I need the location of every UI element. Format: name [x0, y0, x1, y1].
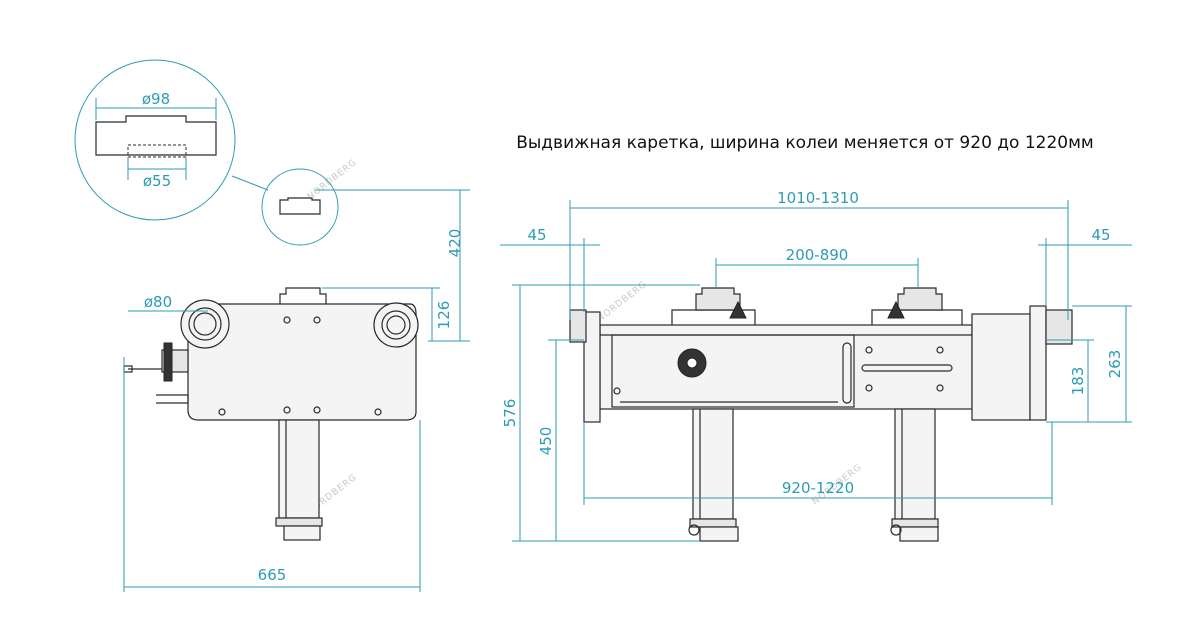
dim-263: 263	[1106, 350, 1124, 379]
detail-small-circle	[261, 168, 339, 246]
dim-inner-diameter: ø55	[143, 172, 171, 190]
dim-576: 576	[501, 399, 519, 428]
detail-view: ø98 ø55	[74, 59, 339, 246]
front-vertical-slot	[842, 342, 852, 404]
front-leg-left	[692, 408, 734, 520]
dim-576-line	[512, 284, 700, 542]
dim-665: 665	[258, 566, 287, 584]
detail-circle	[74, 59, 236, 221]
watermark-3: NORDBERG	[596, 279, 650, 324]
dim-roller-diameter: ø80	[144, 293, 172, 311]
front-wheel-right	[899, 526, 939, 542]
front-slot	[861, 364, 953, 372]
dim-420: 420	[446, 229, 464, 258]
dim-126-line	[322, 287, 440, 341]
drawing-title: Выдвижная каретка, ширина колеи меняется…	[516, 133, 1094, 153]
front-beam	[599, 324, 973, 410]
dim-pad-spacing-line	[715, 258, 919, 288]
side-knob	[163, 342, 173, 382]
dim-183: 183	[1069, 367, 1087, 396]
dim-450: 450	[537, 427, 555, 456]
small-pad	[279, 197, 321, 215]
side-top-pad	[279, 287, 327, 304]
dim-overall-width: 1010-1310	[777, 189, 859, 207]
dim-420-line	[315, 189, 470, 342]
side-view: 420 126 ø80 665	[123, 189, 470, 592]
dim-inner-diameter-line	[127, 157, 187, 180]
dim-left-45: 45	[527, 226, 546, 244]
side-bracket	[156, 394, 189, 404]
front-right-extension	[971, 313, 1031, 421]
dim-665-line	[123, 357, 421, 592]
dim-126: 126	[435, 301, 453, 330]
front-pad-left-clamp	[729, 300, 747, 319]
front-pad-left	[695, 287, 741, 311]
front-wheel-left	[699, 526, 739, 542]
front-leg-right	[894, 408, 936, 520]
side-leg	[278, 419, 320, 519]
side-wheel	[283, 525, 321, 541]
dim-track-width: 920-1220	[782, 479, 854, 497]
front-pad-right-base	[871, 309, 963, 325]
dim-left-45-line	[500, 238, 600, 312]
front-pad-right-clamp	[887, 300, 905, 319]
front-pad-right	[897, 287, 943, 311]
side-left-roller	[180, 299, 230, 349]
pad-profile	[95, 115, 217, 156]
dim-outer-diameter-line	[95, 98, 217, 120]
watermark-1: NORDBERG	[306, 157, 360, 202]
dim-overall-line	[569, 200, 1069, 320]
front-left-endplate	[583, 311, 601, 423]
side-foot	[275, 517, 323, 527]
detail-leader	[231, 175, 269, 191]
dim-track-line	[583, 422, 1053, 505]
dim-263-line	[1052, 305, 1132, 423]
dim-right-45-line	[1038, 238, 1132, 306]
dim-outer-diameter: ø98	[142, 90, 170, 108]
dim-right-45: 45	[1091, 226, 1110, 244]
front-left-roller	[569, 309, 587, 343]
front-right-endplate	[1029, 305, 1047, 421]
dim-450-line	[548, 339, 584, 542]
front-view: 1010-1310 45 45 200-890 576 450 920-1220…	[500, 189, 1132, 542]
side-right-roller	[373, 302, 419, 348]
dim-pad-spacing: 200-890	[786, 246, 849, 264]
